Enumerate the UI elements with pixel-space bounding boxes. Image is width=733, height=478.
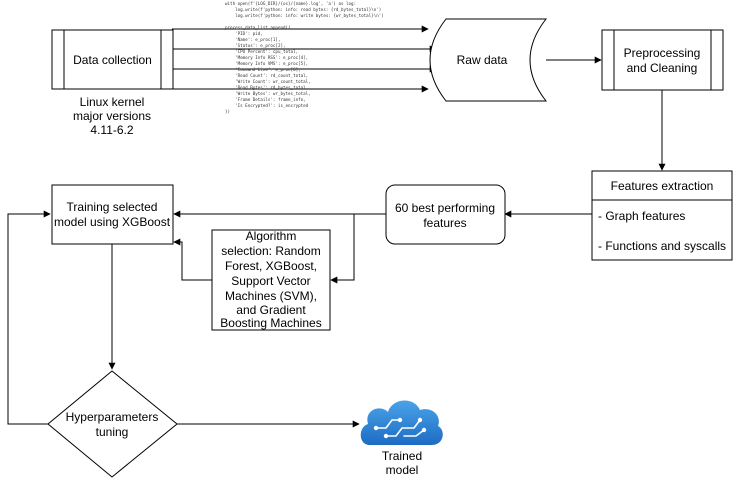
algorithm-selection-line: Machines (SVM), [225,289,317,303]
features-extraction-item: - Graph features [598,209,685,223]
code-line: 'Is Encrypted?': is_encrypted [225,103,309,108]
data-collection-node: Data collection [51,29,174,90]
algorithm-selection-node: Algorithm selection: Random Forest, XGBo… [211,229,331,331]
features-extraction-title: Features extraction [611,179,714,193]
code-line: with open(f'{LOG_DIR}/{os}/{name}.log', … [225,1,356,6]
code-line: 'Frame Details': frame_info, [225,97,306,102]
hyperparameters-label-line-2: tuning [96,425,129,439]
arrow-best-algorithm [330,214,355,284]
arrow-algorithm-training [173,238,212,281]
code-line: 'Read Count': rd_count_total, [225,73,308,78]
training-label-line-2: model using XGBoost [54,215,171,229]
trained-model-label: Trained model [382,449,422,477]
raw-data-label: Raw data [457,53,508,67]
code-line: 'Name': e_proc[1], [225,37,280,42]
code-line: 'PID': pid, [225,31,263,36]
algorithm-selection-line: Boosting Machines [220,316,321,330]
code-line: process_data_list.append({ [225,25,291,30]
code-line: 'Memory Info RSS': e_proc[4], [225,55,308,60]
code-snippet: with open(f'{LOG_DIR}/{os}/{name}.log', … [225,1,384,114]
preprocessing-node: Preprocessing and Cleaning [601,29,724,91]
best-features-label-line-1: 60 best performing [395,201,495,215]
features-extraction-item: - Functions and syscalls [598,239,726,253]
data-collection-label: Data collection [73,53,152,67]
kernel-note-line-3: 4.11-6.2 [90,123,133,137]
algorithm-selection-line: selection: Random [221,244,320,258]
kernel-note-line-2: major versions [73,109,151,123]
arrow-hyperparameters-training [7,210,51,425]
code-line: 'Write Count': wr_count_total, [225,79,311,84]
code-line: log.write(f'python: info: write bytes: {… [225,13,384,18]
algorithm-selection-line: Forest, XGBoost, [225,259,317,273]
best-features-node: 60 best performing features [385,184,506,245]
code-line: 'CPU Percent': cpu_total, [225,49,298,54]
kernel-note-line-1: Linux kernel [80,95,145,109]
code-line: }) [225,109,230,114]
trained-model-label-line-2: model [386,463,419,477]
features-extraction-node: Features extraction - Graph features - F… [591,170,733,261]
code-line: 'Command Line': e_proc[6], [225,67,301,72]
algorithm-selection-line: and Gradient [236,303,306,317]
preprocessing-label-line-2: and Cleaning [627,61,698,75]
algorithm-selection-line: Support Vector [231,274,310,288]
connectors [7,25,666,428]
best-features-label-line-2: features [423,216,466,230]
code-line: 'Status': e_proc[2], [225,43,286,48]
code-line: 'Read Bytes': rd_bytes_total, [225,85,308,90]
code-line: 'Write Bytes': wr_bytes_total, [225,91,311,96]
code-line: log.write(f'python: info: read bytes: {r… [225,7,381,12]
training-label-line-1: Training selected [67,200,158,214]
trained-model-label-line-1: Trained [382,449,422,463]
azure-cloud-ml-icon [360,400,443,445]
code-line: 'Memory Info VMS': e_proc[5], [225,61,308,66]
raw-data-node: Raw data [429,18,548,102]
training-node: Training selected model using XGBoost [51,184,174,245]
algorithm-selection-line: Algorithm [246,229,297,243]
hyperparameters-label-line-1: Hyperparameters [66,410,159,424]
preprocessing-label-line-1: Preprocessing [624,46,701,60]
kernel-note: Linux kernel major versions 4.11-6.2 [73,95,151,137]
hyperparameters-node: Hyperparameters tuning [47,370,178,478]
